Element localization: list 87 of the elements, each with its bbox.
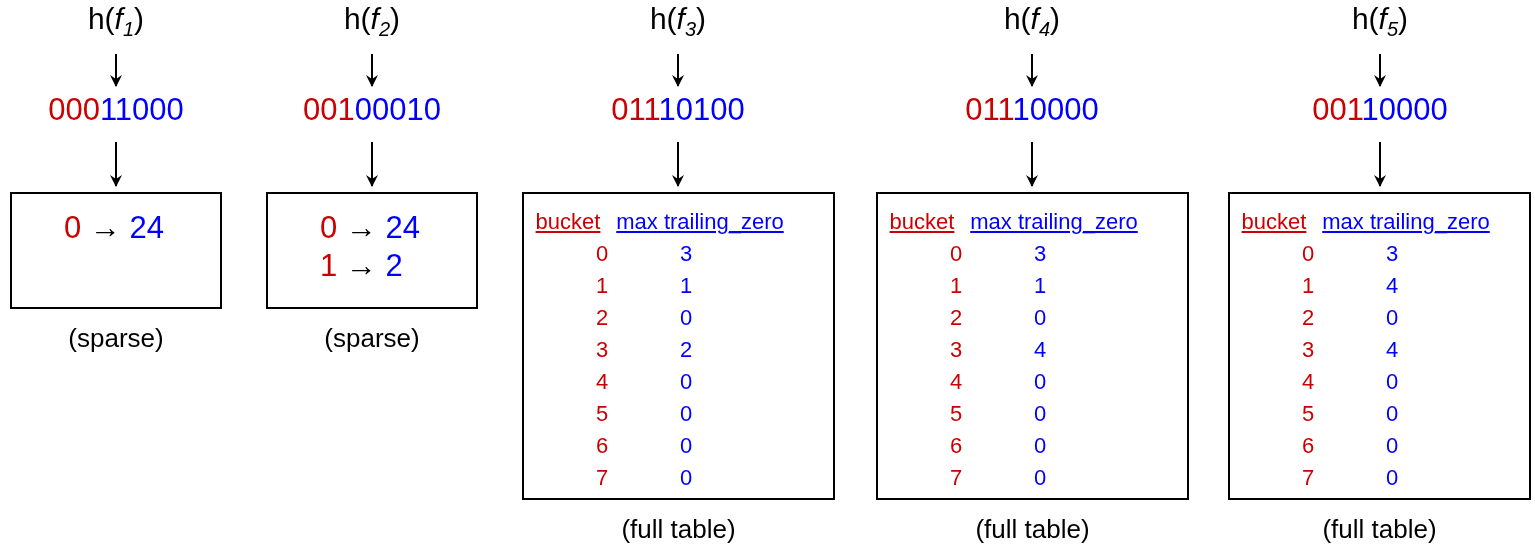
table-value: 5 — [595, 401, 609, 427]
arrow — [1026, 141, 1038, 187]
table-value: 0 — [1385, 305, 1399, 331]
table-value: 0 — [595, 241, 609, 267]
table-value: 2 — [679, 337, 693, 363]
table-value: 0 — [679, 305, 693, 331]
table-value: 0 — [1301, 241, 1315, 267]
hash-label: h(f$_{4}$) — [962, 2, 1102, 46]
arrow — [366, 53, 378, 87]
register-table — [1228, 192, 1531, 500]
table-value: 5 — [1301, 401, 1315, 427]
arrow — [1374, 141, 1386, 187]
table-value: 0 — [1385, 401, 1399, 427]
box-caption: (full table) — [975, 514, 1090, 544]
table-value: 2 — [595, 305, 609, 331]
table-value: 4 — [1033, 337, 1047, 363]
table-value: 0 — [1033, 433, 1047, 459]
hash-label: h(f$_{1}$) — [46, 2, 186, 46]
table-value: 0 — [679, 369, 693, 395]
hash-label: h(f$_{5}$) — [1310, 2, 1450, 46]
table-value: 7 — [595, 465, 609, 491]
column-header: bucket — [889, 209, 955, 235]
table-value: 0 — [679, 401, 693, 427]
table-value: 5 — [949, 401, 963, 427]
table-value: 2 — [1301, 305, 1315, 331]
table-value: 1 — [1301, 273, 1315, 299]
table-value: 3 — [1033, 241, 1047, 267]
arrow — [110, 53, 122, 87]
table-value: 0 — [1033, 369, 1047, 395]
table-value: 1 — [1033, 273, 1047, 299]
box-caption: (full table) — [621, 514, 736, 544]
table-value: 0 — [679, 465, 693, 491]
table-value: 6 — [1301, 433, 1315, 459]
table-value: 0 — [679, 433, 693, 459]
table-value: 3 — [949, 337, 963, 363]
table-value: 2 — [949, 305, 963, 331]
column-header: max trailing_zero — [970, 209, 1138, 235]
box-caption: (full table) — [1322, 514, 1437, 544]
arrow — [110, 141, 122, 187]
table-value: 0 — [949, 241, 963, 267]
table-value: 4 — [1301, 369, 1315, 395]
hash-label: h(f$_{3}$) — [608, 2, 748, 46]
table-value: 4 — [949, 369, 963, 395]
box-caption: (sparse) — [324, 323, 420, 354]
table-value: 4 — [595, 369, 609, 395]
table-value: 3 — [595, 337, 609, 363]
table-value: 0 — [1033, 465, 1047, 491]
register-table — [522, 192, 835, 500]
box-caption: (sparse) — [68, 323, 164, 354]
table-value: 1 — [679, 273, 693, 299]
column-header: max trailing_zero — [616, 209, 784, 235]
table-value: 0 — [1385, 369, 1399, 395]
sparse-map-box — [266, 192, 478, 309]
mapping-entry: 1 → 2 — [320, 248, 403, 284]
table-value: 7 — [1301, 465, 1315, 491]
hash-label: h(f$_{2}$) — [302, 2, 442, 46]
table-value: 0 — [1033, 401, 1047, 427]
column-header: max trailing_zero — [1322, 209, 1490, 235]
column-header: bucket — [1241, 209, 1307, 235]
binary-hash: 00011000 — [26, 92, 206, 134]
table-value: 4 — [1385, 337, 1399, 363]
table-value: 4 — [1385, 273, 1399, 299]
arrow — [1374, 53, 1386, 87]
mapping-entry: 0 → 24 — [64, 210, 164, 246]
table-value: 7 — [949, 465, 963, 491]
binary-hash: 01110000 — [942, 92, 1122, 134]
table-value: 3 — [1301, 337, 1315, 363]
arrow — [672, 141, 684, 187]
sparse-map-box — [10, 192, 222, 309]
table-value: 3 — [679, 241, 693, 267]
table-value: 1 — [595, 273, 609, 299]
table-value: 6 — [949, 433, 963, 459]
arrow — [672, 53, 684, 87]
arrow — [1026, 53, 1038, 87]
table-value: 6 — [595, 433, 609, 459]
table-value: 0 — [1385, 465, 1399, 491]
binary-hash: 00110000 — [1290, 92, 1470, 134]
table-value: 1 — [949, 273, 963, 299]
arrow — [366, 141, 378, 187]
binary-hash: 00100010 — [282, 92, 462, 134]
table-value: 0 — [1033, 305, 1047, 331]
table-value: 0 — [1385, 433, 1399, 459]
column-header: bucket — [535, 209, 601, 235]
register-table — [876, 192, 1189, 500]
binary-hash: 01110100 — [588, 92, 768, 134]
table-value: 3 — [1385, 241, 1399, 267]
mapping-entry: 0 → 24 — [320, 210, 420, 246]
